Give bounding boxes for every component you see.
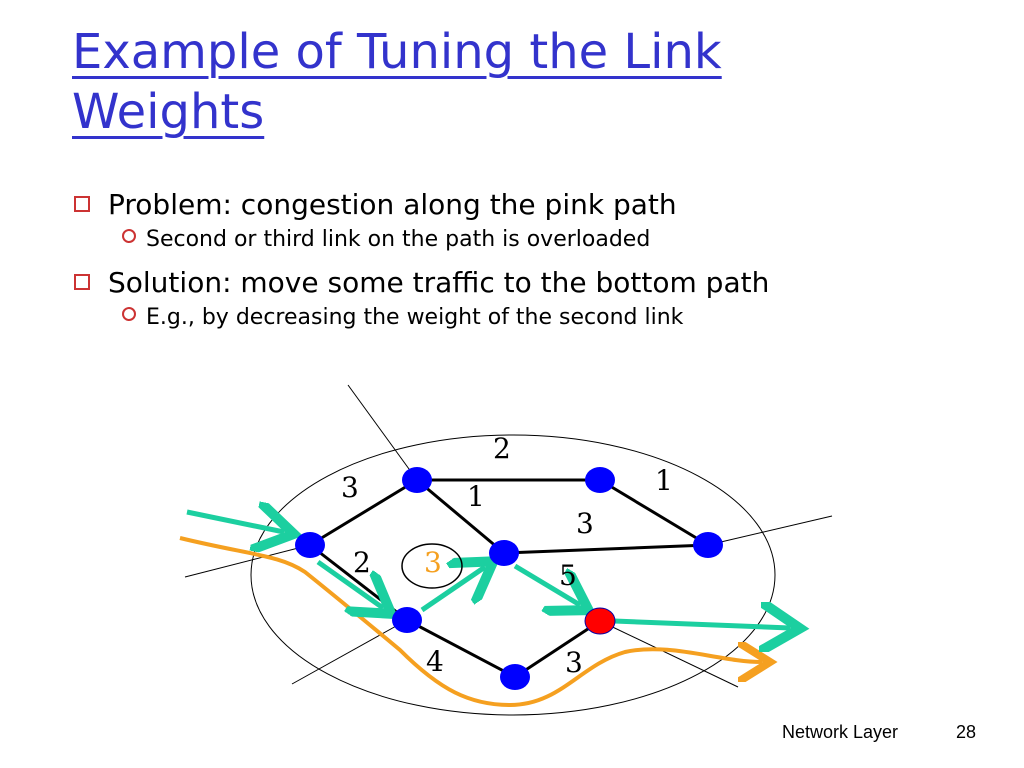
external-link — [184, 544, 311, 578]
bullet-text: Problem: congestion along the pink path — [108, 188, 677, 221]
router-node — [402, 467, 432, 493]
link — [309, 478, 418, 547]
path-arrow — [613, 621, 790, 628]
router-node — [693, 532, 723, 558]
router-node — [585, 467, 615, 493]
link — [406, 618, 516, 679]
congested-router-node — [584, 607, 616, 635]
slide-title: Example of Tuning the Link Weights — [72, 24, 722, 140]
weight-label: 4 — [426, 645, 444, 678]
external-link — [291, 619, 408, 685]
path-arrow — [316, 559, 383, 608]
sub-bullet-item: Second or third link on the path is over… — [122, 227, 974, 252]
square-bullet-icon — [74, 274, 90, 290]
weight-label: 5 — [559, 559, 577, 592]
weight-label: 2 — [353, 546, 371, 579]
link — [514, 619, 601, 679]
sub-bullet-text: Second or third link on the path is over… — [146, 227, 651, 252]
link — [416, 478, 505, 555]
path-arrow — [420, 567, 485, 613]
external-link — [707, 515, 833, 546]
weight-label: 3 — [576, 507, 594, 540]
circle-bullet-icon — [122, 307, 136, 321]
footer-section: Network Layer — [782, 722, 899, 742]
link — [503, 543, 709, 555]
router-node — [500, 664, 530, 690]
circle-bullet-icon — [122, 229, 136, 243]
link — [599, 478, 709, 547]
external-link — [599, 620, 739, 688]
routers — [295, 467, 723, 690]
page-number: 28 — [956, 722, 977, 742]
congested-path — [186, 512, 790, 628]
bullet-text: Solution: move some traffic to the botto… — [108, 266, 770, 299]
path-arrow — [186, 512, 284, 532]
link-weights: 2 3 1 1 3 2 3 5 4 3 — [341, 432, 673, 679]
router-node — [295, 532, 325, 558]
sub-bullet-text: E.g., by decreasing the weight of the se… — [146, 305, 684, 330]
bullet-item: Solution: move some traffic to the botto… — [74, 266, 974, 299]
changed-weight-label: 3 — [424, 546, 442, 579]
bullet-item: Problem: congestion along the pink path — [74, 188, 974, 221]
weight-label: 3 — [341, 471, 359, 504]
router-node — [489, 540, 519, 566]
internal-links — [309, 478, 709, 679]
changed-weight-ring — [401, 543, 463, 589]
weight-label: 1 — [655, 464, 673, 497]
network-boundary — [250, 434, 776, 716]
router-node — [392, 607, 422, 633]
path-arrow — [513, 563, 580, 605]
external-link — [347, 384, 418, 481]
bottom-path-curve — [179, 536, 762, 708]
square-bullet-icon — [74, 196, 90, 212]
weight-label: 1 — [467, 480, 485, 513]
weight-label: 2 — [493, 432, 511, 465]
bullet-list: Problem: congestion along the pink path … — [74, 188, 974, 344]
sub-bullet-item: E.g., by decreasing the weight of the se… — [122, 305, 974, 330]
weight-label: 3 — [565, 646, 583, 679]
